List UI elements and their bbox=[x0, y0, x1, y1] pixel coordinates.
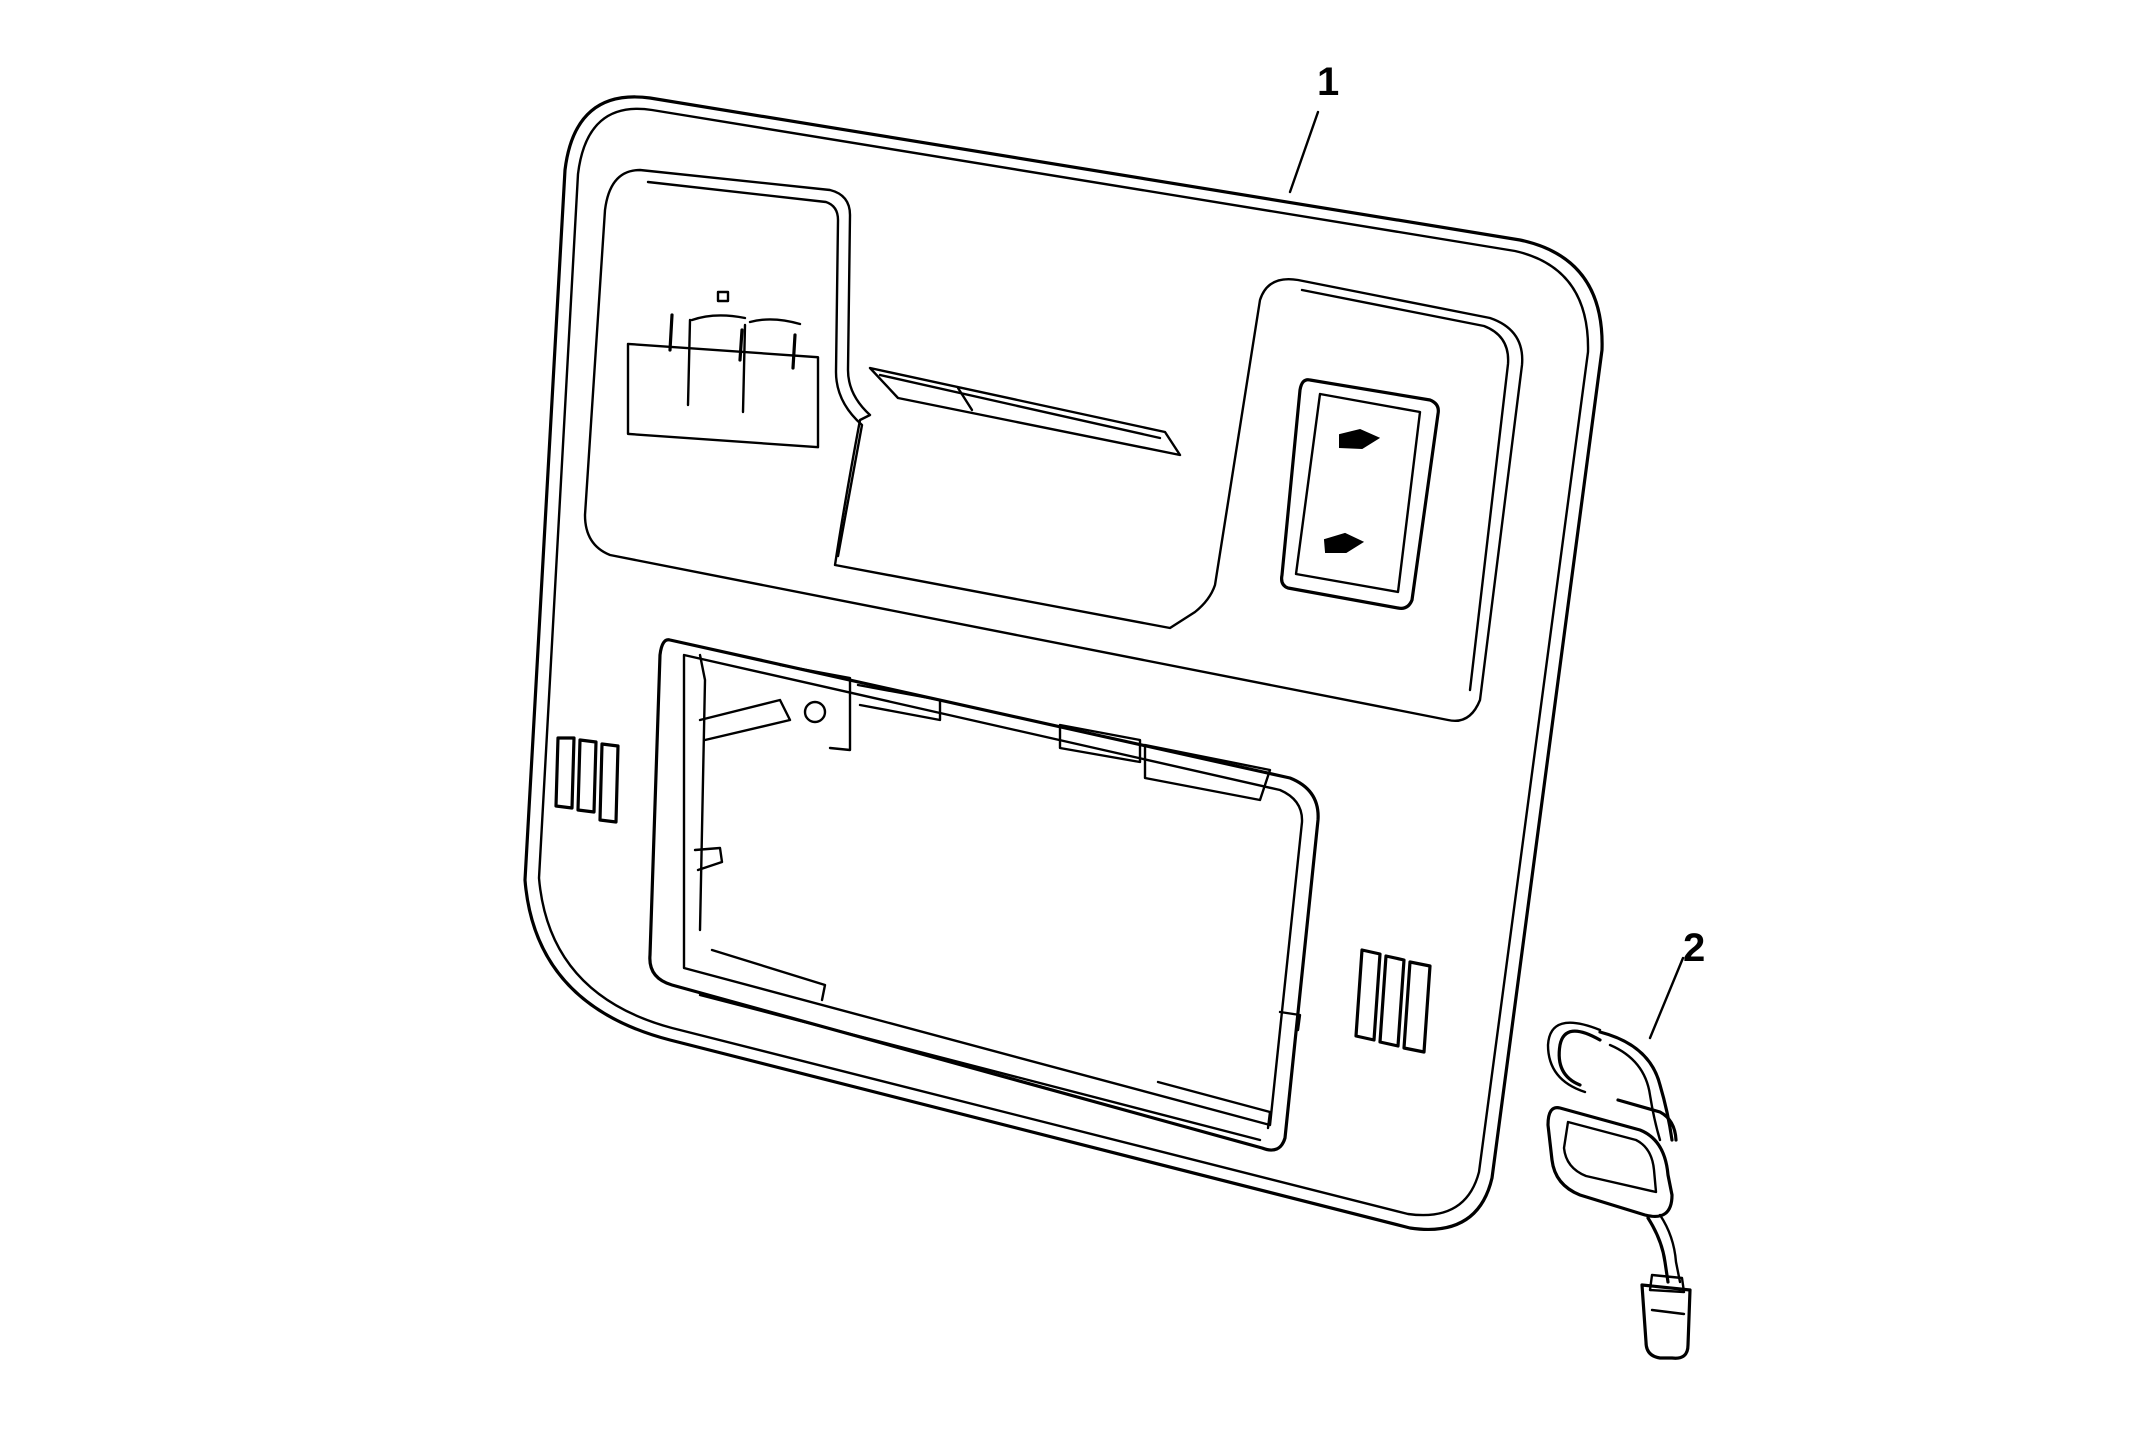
switch-bank bbox=[626, 290, 820, 449]
mounting-clip-left bbox=[554, 736, 620, 824]
mounting-clip-right bbox=[1354, 948, 1432, 1054]
console-bezel bbox=[523, 95, 1604, 1231]
callout-2: 2 bbox=[1683, 926, 1706, 970]
dome-lamp-lens bbox=[1280, 378, 1440, 610]
wire-harness-connector bbox=[1546, 956, 1692, 1360]
storage-slot bbox=[868, 366, 1182, 457]
callout-1: 1 bbox=[1317, 60, 1340, 104]
center-opening bbox=[648, 638, 1320, 1152]
